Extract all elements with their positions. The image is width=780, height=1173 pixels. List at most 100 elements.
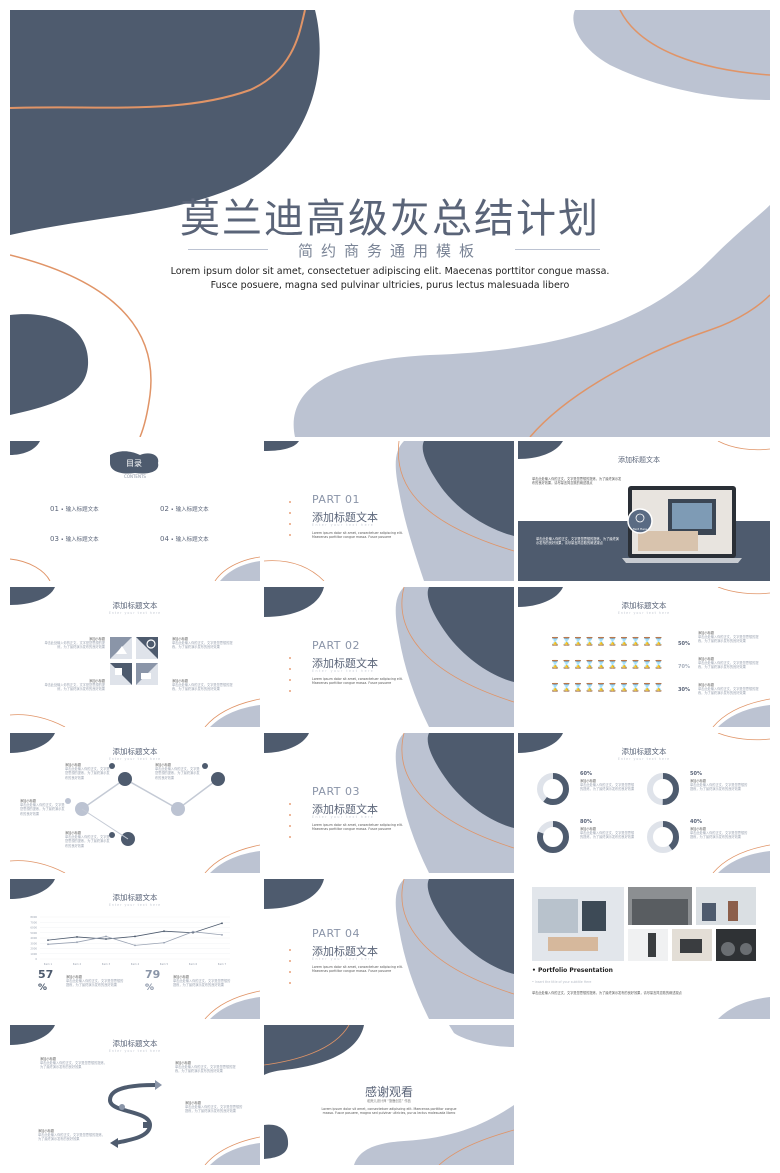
donut-value-arc: [537, 821, 569, 853]
photo-slide-text-2: 单击此处输入你的正文，文字是您思想的提炼，为了最终演示发布的良好效果，请尽量言简…: [536, 537, 619, 546]
cover-subtitle: 简约商务通用模板: [297, 242, 482, 260]
y-tick-label: 2000: [30, 947, 37, 951]
hourglass-icon: ⌛: [561, 637, 572, 646]
part-heading: 添加标题文本: [312, 657, 378, 670]
data-point: [192, 930, 194, 933]
hourglass-icon: ⌛: [607, 637, 618, 646]
donut: [537, 821, 569, 853]
donut-label-1: 60%: [580, 771, 592, 777]
slide-sub: Enter your text here: [617, 611, 671, 615]
part-label: PART 02: [312, 639, 361, 652]
y-tick-label: 7000: [30, 920, 37, 924]
x-tick-label: Item 3: [102, 962, 111, 966]
hourglass-shapes: [518, 587, 770, 727]
hourglass-value-3: 30%: [678, 687, 690, 693]
part-body: Lorem ipsum dolor sit amet, consectetuer…: [312, 531, 403, 540]
hourglass-value-2: 70%: [678, 664, 690, 670]
donut: [647, 773, 679, 805]
part-heading: 添加标题文本: [312, 945, 378, 958]
part-shapes: [264, 733, 514, 873]
y-tick-label: 3000: [30, 941, 37, 945]
hourglass-icon: ⌛: [607, 660, 618, 669]
donut-shapes: [518, 733, 770, 873]
part-label: PART 04: [312, 927, 361, 940]
process-shapes: [10, 733, 260, 873]
hourglass-icon: ⌛: [653, 683, 664, 692]
hg-item-3: 添加小标题单击此处输入你的正文，文字是您思想的提炼，为了最终演示发布的良好效果: [698, 683, 759, 696]
hourglass-icon: ⌛: [630, 683, 641, 692]
thanks-slide: 感谢观看 稻壳儿设计师 “旅鹿创意” 作品 Lorem ipsum dolor …: [264, 1025, 514, 1165]
donut: [647, 821, 679, 853]
part-shapes: [264, 441, 514, 581]
hourglass-icon: ⌛: [561, 660, 572, 669]
chart-slide-shapes: [10, 879, 260, 1019]
cover-shapes: [10, 10, 770, 437]
data-point: [134, 944, 136, 947]
stat-1: 57%: [38, 968, 54, 994]
toc-item-1: 01 • 输入标题文本: [50, 505, 99, 513]
x-tick-label: Item 2: [73, 962, 82, 966]
part-heading: 添加标题文本: [312, 511, 378, 524]
donut-slide: 添加标题文本 Enter your text here 60% 50% 80% …: [518, 733, 770, 873]
data-point: [221, 933, 223, 936]
data-point: [163, 930, 165, 933]
arrow-item-3: 添加小标题单击此处输入你的正文，文字是您思想的提炼，为了最终演示发布的良好效果: [185, 1101, 243, 1114]
y-tick-label: 1000: [30, 952, 37, 956]
hg-item-2: 添加小标题单击此处输入你的正文，文字是您思想的提炼，为了最终演示发布的良好效果: [698, 657, 759, 670]
part-03-slide: PART 03 添加标题文本 Enter your text here Lore…: [264, 733, 514, 873]
slide-title: 添加标题文本: [621, 747, 667, 756]
part-label: PART 03: [312, 785, 361, 798]
slide-title: 添加标题文本: [621, 601, 667, 610]
hourglass-icon: ⌛: [596, 637, 606, 646]
cover-desc-1: Lorem ipsum dolor sit amet, consectetuer…: [170, 266, 610, 277]
quad-item-3: 添加小标题单击此处输入你的正文，文字是您思想的提炼，为了最终演示发布的良好效果: [44, 679, 105, 692]
y-tick-label: 0: [35, 957, 37, 961]
cover-desc-2: Fusce posuere, magna sed pulvinar ultric…: [210, 280, 570, 291]
cover-subtitle-line-right: [515, 249, 600, 250]
part-04-slide: PART 04 添加标题文本 Enter your text here Lore…: [264, 879, 514, 1019]
thanks-title: 感谢观看: [364, 1085, 413, 1099]
part-en: Enter your text here: [312, 815, 375, 819]
part-body: Lorem ipsum dolor sit amet, consectetuer…: [312, 823, 403, 832]
hourglass-icon: ⌛: [573, 683, 583, 692]
hourglass-row: ⌛⌛⌛⌛⌛⌛⌛⌛⌛⌛: [550, 683, 670, 693]
data-point: [47, 939, 49, 941]
donut-item-2: 添加小标题单击此处输入你的正文，文字是您思想的提炼，为了最终演示发布的良好效果: [690, 779, 748, 792]
portfolio-text: 单击此处输入你的正文，文字是您思想的提炼，为了最终演示发布的良好效果，请尽量言简…: [532, 991, 682, 995]
part-en: Enter your text here: [312, 523, 375, 527]
y-tick-label: 8000: [30, 915, 37, 919]
hourglass-icon: ⌛: [573, 660, 583, 669]
x-tick-label: Item 1: [44, 962, 53, 966]
part-dots: [289, 803, 291, 847]
hourglass-icon: ⌛: [642, 637, 652, 646]
stat-1-text: 添加小标题单击此处输入你的正文，文字是您思想的提炼，为了最终演示发布的良好效果: [66, 975, 124, 988]
photo-badge: Text Here: [632, 527, 648, 531]
hourglass-icon: ⌛: [596, 660, 606, 669]
data-point: [163, 941, 165, 944]
data-point: [47, 943, 49, 946]
toc-slide: 目录 CONTENTS 01 • 输入标题文本 02 • 输入标题文本 03 •…: [10, 441, 260, 581]
hourglass-icon: ⌛: [642, 660, 652, 669]
thanks-sub: 稻壳儿设计师 “旅鹿创意” 作品: [367, 1099, 411, 1103]
hourglass-value-1: 50%: [678, 641, 690, 647]
donut-item-1: 添加小标题单击此处输入你的正文，文字是您思想的提炼，为了最终演示发布的良好效果: [580, 779, 635, 792]
part-shapes: [264, 879, 514, 1019]
y-tick-label: 6000: [30, 926, 37, 930]
slide-sub: Enter your text here: [108, 903, 162, 907]
arrow-shapes: [10, 1025, 260, 1165]
stat-2: 79%: [145, 968, 161, 994]
data-point: [134, 935, 136, 938]
hourglass-icon: ⌛: [607, 683, 618, 692]
quad-item-4: 添加小标题单击此处输入你的正文，文字是您思想的提炼，为了最终演示发布的良好效果: [172, 679, 233, 692]
hourglass-icon: ⌛: [550, 683, 560, 692]
arrow-item-2: 添加小标题单击此处输入你的正文，文字是您思想的提炼，为了最终演示发布的良好效果: [175, 1061, 236, 1074]
hourglass-icon: ⌛: [584, 660, 595, 669]
part-en: Enter your text here: [312, 669, 375, 673]
hourglass-row: ⌛⌛⌛⌛⌛⌛⌛⌛⌛⌛: [550, 660, 670, 670]
slide-sub: Enter your text here: [617, 757, 671, 761]
hourglass-icon: ⌛: [596, 683, 606, 692]
toc-title: 目录: [126, 459, 142, 468]
hourglass-icon: ⌛: [653, 637, 664, 646]
hourglass-icon: ⌛: [642, 683, 652, 692]
